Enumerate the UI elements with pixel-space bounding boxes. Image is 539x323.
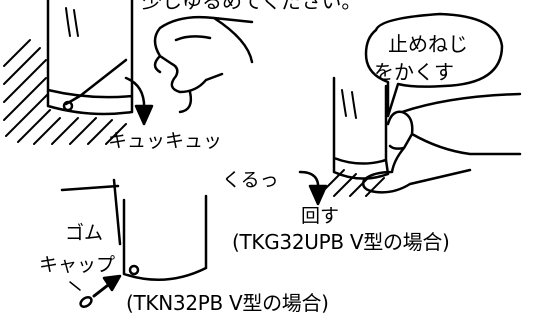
- cap-leader-line: [69, 281, 81, 291]
- bubble-text-line-2: をかくす: [374, 60, 454, 84]
- cap-arrowhead: [102, 274, 122, 292]
- turn-label: くるっ: [222, 169, 279, 191]
- caption-tkg32upb: (TKG32UPB V型の場合): [232, 230, 450, 254]
- panel-hide-screw: [298, 12, 522, 206]
- caption-tkn32pb: (TKN32PB V型の場合): [126, 291, 329, 315]
- hand-turning-key: [153, 15, 254, 114]
- panel-rubber-cap: [60, 178, 208, 309]
- sound-effect-label: キュッキュッ: [108, 130, 223, 152]
- panel-loosen-screw: [3, 0, 254, 145]
- floor-hatching-left: [3, 39, 127, 145]
- faucet-body-cylinder: [46, 0, 134, 116]
- bubble-text-line-1: 止めねじ: [388, 32, 468, 56]
- screw-hole: [128, 264, 140, 276]
- hex-key: [64, 58, 128, 106]
- cylinder-highlight: [65, 7, 79, 37]
- turn-arrowhead: [308, 184, 328, 206]
- rotation-arrowhead: [134, 104, 154, 126]
- top-instruction-text: 少しゆるめてください。: [142, 0, 362, 13]
- rubber-label-line-1: ゴム: [65, 222, 104, 244]
- faucet-body-cylinder-3: [122, 194, 208, 282]
- rotate-label: 回す: [301, 205, 340, 227]
- rubber-cap: [79, 295, 93, 309]
- cylinder-highlight-2: [341, 89, 357, 119]
- hand-rotating-cap: [362, 92, 522, 194]
- speech-bubble: [364, 12, 504, 118]
- wall-edge: [60, 178, 122, 246]
- faucet-body-cylinder-2: [332, 76, 390, 180]
- rubber-label-line-2: キャップ: [39, 254, 116, 276]
